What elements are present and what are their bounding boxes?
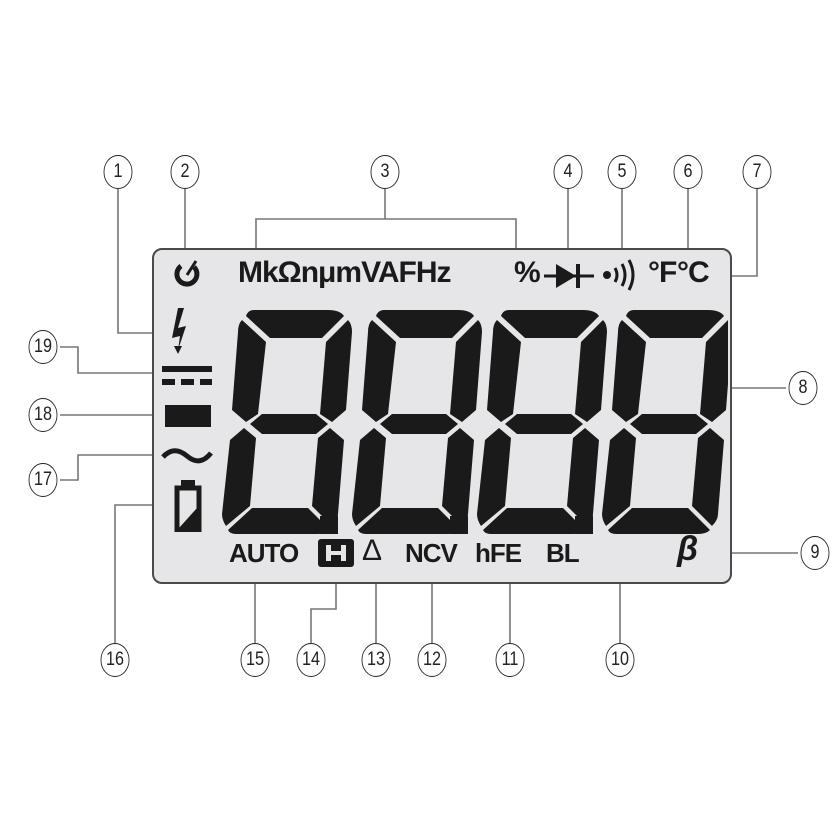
ac-icon	[161, 448, 213, 464]
backlight-indicator: BL	[546, 538, 580, 568]
callout-1: 1	[103, 155, 133, 189]
callout-6: 6	[673, 155, 703, 189]
callout-11: 11	[495, 643, 525, 677]
percent-symbol: %	[514, 256, 541, 289]
negative-sign-icon	[165, 405, 211, 427]
callout-18: 18	[28, 398, 58, 432]
hfe-indicator: hFE	[475, 538, 522, 568]
unit-symbols: MkΩnμmVAFHz	[238, 256, 452, 289]
callout-2: 2	[170, 155, 200, 189]
main-digits	[222, 310, 728, 534]
callout-12: 12	[417, 643, 447, 677]
auto-range-indicator: AUTO	[229, 538, 299, 568]
celsius-symbol: °C	[677, 256, 710, 289]
callout-13: 13	[361, 643, 391, 677]
high-voltage-warning-icon	[172, 308, 186, 354]
callout-4: 4	[553, 155, 583, 189]
callout-16: 16	[100, 643, 130, 677]
callout-19: 19	[28, 330, 58, 364]
diode-icon	[544, 264, 594, 288]
callout-3: 3	[370, 155, 400, 189]
callout-15: 15	[240, 643, 270, 677]
beta-symbol: β	[677, 530, 698, 568]
callout-5: 5	[607, 155, 637, 189]
low-battery-icon	[174, 480, 202, 532]
callout-14: 14	[296, 643, 326, 677]
callout-8: 8	[788, 371, 818, 405]
callout-7: 7	[742, 155, 772, 189]
callout-10: 10	[605, 643, 635, 677]
callout-17: 17	[28, 463, 58, 497]
auto-power-off-icon	[174, 260, 200, 287]
fahrenheit-symbol: °F	[648, 256, 677, 289]
ncv-indicator: NCV	[405, 538, 458, 568]
dc-icon	[162, 366, 212, 386]
relative-delta-icon: Δ	[362, 534, 382, 567]
data-hold-icon	[318, 539, 354, 567]
callout-9: 9	[800, 536, 830, 570]
continuity-buzzer-icon	[603, 259, 635, 291]
